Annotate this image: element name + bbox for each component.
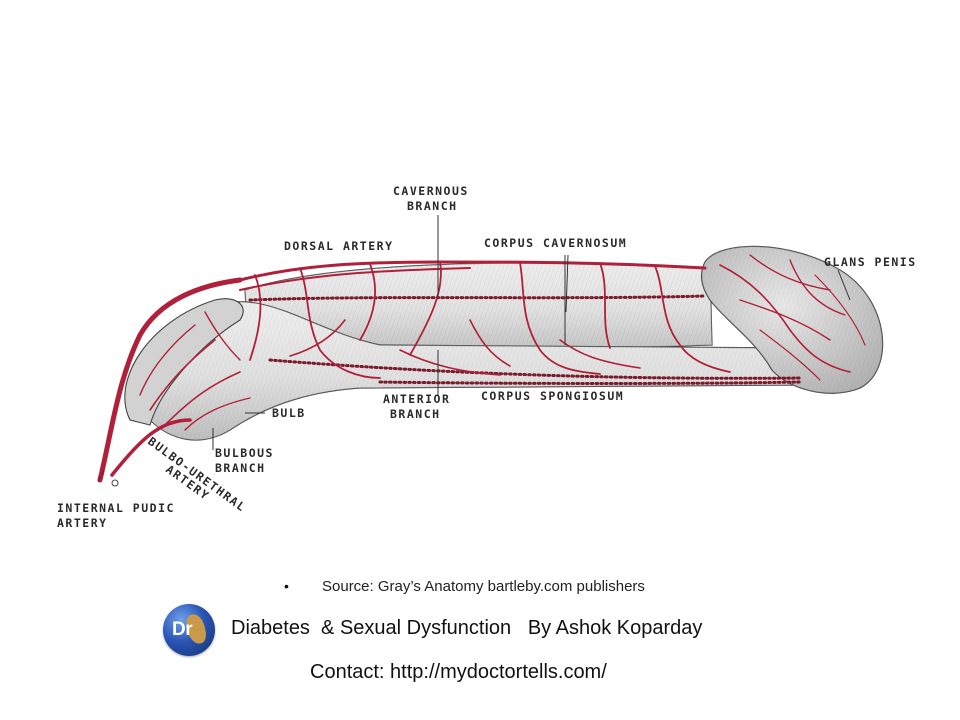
crus-shape — [124, 298, 244, 426]
spongiosum-beaded-vessel — [378, 380, 802, 385]
leader-lines — [212, 215, 851, 450]
contact-line: Contact: http://mydoctortells.com/ — [310, 661, 607, 683]
upper-beaded-vessel — [248, 294, 707, 302]
label-bulbous-2: BRANCH — [215, 461, 266, 475]
label-bulbous-1: BULBOUS — [215, 446, 274, 460]
label-corpus-spongiosum: CORPUS SPONGIOSUM — [481, 389, 624, 403]
label-anterior-1: ANTERIOR — [383, 392, 450, 406]
source-text: Source: Gray’s Anatomy bartleby.com publ… — [322, 578, 645, 595]
bulb-vessels — [139, 311, 251, 431]
source-bullet: • — [284, 578, 289, 594]
internal-pudic-artery — [97, 277, 243, 487]
label-internal-pudic-2: ARTERY — [57, 516, 108, 530]
logo-text: Dr — [172, 619, 193, 640]
label-glans-penis: GLANS PENIS — [824, 255, 917, 269]
label-anterior-2: BRANCH — [390, 407, 441, 421]
glans-vessels — [719, 254, 866, 381]
branch-network — [249, 261, 731, 379]
dorsal-artery-secondary — [239, 267, 471, 291]
label-dorsal-artery: DORSAL ARTERY — [284, 239, 394, 253]
corpus-cavernosum-shape — [244, 262, 713, 351]
label-cavernous-1: CAVERNOUS — [393, 184, 469, 198]
label-corpus-cavernosum: CORPUS CAVERNOSUM — [484, 236, 627, 250]
globe-logo-icon: Dr — [163, 604, 215, 656]
label-bulb: BULB — [272, 406, 306, 420]
presentation-title: Diabetes & Sexual Dysfunction By Ashok K… — [231, 617, 703, 639]
label-cavernous-2: BRANCH — [407, 199, 458, 213]
label-internal-pudic-1: INTERNAL PUDIC — [57, 501, 175, 515]
